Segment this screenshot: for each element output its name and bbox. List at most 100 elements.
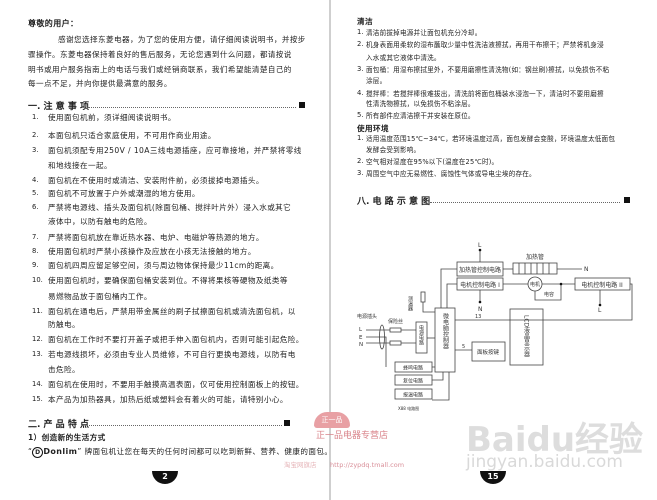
list-item-number: 9. xyxy=(32,261,39,269)
circuit-section-title: 八. 电 路 示 意 图 xyxy=(357,197,431,207)
cleaning-item-text: 入水或其它液体中清洗。 xyxy=(366,54,441,62)
label-motor-control-1: 电机控制电路 I xyxy=(460,281,500,289)
list-item-text: 液体中，以防有触电的危险。 xyxy=(48,217,152,226)
section1-title: 一. 注 意 事 项 xyxy=(28,102,89,112)
env-item-number: 2. xyxy=(357,157,364,165)
env-item-text: 周围空气中应无易燃性、腐蚀性气体或导电尘埃的存在。 xyxy=(366,170,536,178)
list-item-text: 防触电。 xyxy=(48,320,80,329)
label-N: N xyxy=(478,306,483,313)
store-sub-watermark: 淘宝网旗店 xyxy=(284,461,317,469)
label-power: 电源电路 xyxy=(418,324,424,346)
label-13: 13 xyxy=(475,314,481,320)
list-item-text: 使用面包机时，要确保面包桶安装到位。不得将果核等硬物及纸类等 xyxy=(48,276,288,285)
label-keypad: 面板按键 xyxy=(477,348,500,356)
label-N: N xyxy=(359,342,363,348)
intro-line: 每一点不足，并向你提供最满意的服务。 xyxy=(28,79,172,88)
list-item-number: 3. xyxy=(32,146,39,154)
intro-line: 明书或用户服务指南上的电话与我们或经销商联系，我们希望能清楚自己的 xyxy=(28,65,292,74)
cleaning-item-number: 4. xyxy=(357,89,364,97)
list-item-text: 严禁将电源线、插头及面包机(除面包桶、搅拌叶片外）浸入水或其它 xyxy=(48,203,292,212)
env-title: 使用环境 xyxy=(357,124,389,133)
heater-element xyxy=(512,262,558,275)
greeting: 尊敬的用户： xyxy=(28,19,79,28)
intro-line: 骤操作。东菱电器保持着良好的售后服务，无论您遇到什么问题，都请按说 xyxy=(28,50,292,59)
divider-dots xyxy=(430,202,620,203)
label-plug: 电源插头 xyxy=(357,313,377,320)
mcu-box xyxy=(434,307,456,373)
list-item-text: 面包机在通电后，严禁用带金属丝的刷子拭擦面包机或清洗面包机，以 xyxy=(48,307,296,316)
label-E: E xyxy=(359,335,363,341)
store-url-watermark: http://zypdq.tmall.com xyxy=(330,461,405,469)
list-item-number: 8. xyxy=(32,247,39,255)
cleaning-item-text: 涂层。 xyxy=(366,77,387,85)
label-buzzer: 蜂鸣电路 xyxy=(403,365,423,372)
list-item-number: 7. xyxy=(32,233,39,241)
donlim-logo-icon: D xyxy=(32,447,44,458)
env-item-number: 1. xyxy=(357,134,364,142)
label-5: 5 xyxy=(462,344,465,350)
cleaning-item-number: 2. xyxy=(357,40,364,48)
cleaning-item-text: 搅拌棒：若搅拌棒很难拔出，清洗前将面包桶装水浸泡一下，清洁时不要用磨擦 xyxy=(366,90,604,98)
list-item-number: 1. xyxy=(32,113,39,121)
list-item-text: 本产品为加热器具，加热后纸或塑料会有着火的可能，请特别小心。 xyxy=(48,395,288,404)
label-heater: 加热管 xyxy=(526,253,544,261)
env-item-text: 适用温度范围15℃~34℃，若环境温度过高，面包发酵会变酸，环境温度太低面包 xyxy=(366,135,616,143)
list-item-text: 面包机在不使用时或清洁、安装附件前，必须拔掉电源插头。 xyxy=(48,176,264,185)
list-item-number: 6. xyxy=(32,203,39,211)
left-page xyxy=(0,0,329,500)
power-circuit-box xyxy=(415,321,428,354)
list-item-text: 若电源线损坏，必须由专业人员维修，不可自行更换电源线，以防有电 xyxy=(48,350,296,359)
page-number: 15 xyxy=(480,471,506,484)
list-item-text: 本面包机只适合家庭使用，不可用作商业用途。 xyxy=(48,131,216,140)
baidu-url-watermark: jingyan.baidu.com xyxy=(466,452,623,472)
label-N: N xyxy=(584,266,589,273)
list-item-text: 面包机在工作时不要打开盖子或把手伸入面包机内，否则可能引起危险。 xyxy=(48,335,304,344)
label-L: L xyxy=(359,327,363,333)
list-item-text: 击危险。 xyxy=(48,365,80,374)
feature1-title: 1）创造新的生活方式 xyxy=(28,433,106,442)
cleaning-item-text: 机身表面用柔软的湿布蘸取少量中性洗洁液擦拭，再用干布擦干；严禁将机身浸 xyxy=(366,41,604,49)
feature1-text: 牌面包机让您在每天的任何时间都可以吃到新鲜、营养、健康的面包。 xyxy=(84,447,333,456)
label-motor: 电机 xyxy=(530,281,540,288)
label-mcu: 微电脑控制器 xyxy=(442,312,449,350)
section-marker xyxy=(624,197,630,203)
page-spine xyxy=(329,0,331,500)
list-item-number: 15. xyxy=(32,395,43,403)
list-item-text: 使用面包机前，须详细阅读说明书。 xyxy=(48,113,176,122)
cleaning-item-text: 所有部件应清洁擦干并安装在原位。 xyxy=(366,112,475,120)
divider-dots xyxy=(82,425,282,426)
intro-line: 感谢您选择东菱电器，为了您的使用方便，请仔细阅读说明书，并按步 xyxy=(58,35,306,44)
list-item-number: 14. xyxy=(32,380,43,388)
brand-name: Donlim xyxy=(43,447,78,456)
list-item-text: 严禁将面包机放在靠近热水器、电炉、电磁炉等热源的地方。 xyxy=(48,233,264,242)
store-logo: 正一品 xyxy=(314,412,350,428)
label-L: L xyxy=(478,242,482,249)
label-motor-control-2: 电机控制电路 II xyxy=(581,281,623,289)
env-item-text: 空气相对湿度在95%以下(温度在25℃时)。 xyxy=(366,158,499,166)
section2-title: 二. 产 品 特 点 xyxy=(28,420,89,430)
list-item-number: 12. xyxy=(32,335,43,343)
temp-sensor xyxy=(420,291,426,303)
label-L: L xyxy=(598,307,602,314)
baidu-watermark: Baidu经验 xyxy=(466,420,644,460)
store-name-watermark: 正一品电器专营店 xyxy=(316,431,389,441)
keypad-box xyxy=(471,341,506,362)
lcd-box xyxy=(509,308,544,366)
list-item-text: 面包机四周应留足够空间，须与周边物体保持最少11cm的距离。 xyxy=(48,261,279,270)
list-item-text: 使用面包机时严禁小孩操作及应放在小孩无法接触的地方。 xyxy=(48,247,256,256)
cleaning-item-text: 性清洗物擦拭，以免损伤不粘涂层。 xyxy=(366,100,475,108)
label-temp-alarm: 报温电路 xyxy=(403,392,423,399)
list-item-number: 13. xyxy=(32,350,43,358)
label-lcd: LCD液晶显示器 xyxy=(523,315,530,358)
label-sensor: 测温器 xyxy=(407,295,413,312)
temp-alarm-box xyxy=(394,388,433,400)
cleaning-item-number: 5. xyxy=(357,111,364,119)
label-heater-control: 加热管控制电路 xyxy=(459,266,501,274)
right-page xyxy=(331,0,657,500)
list-item-text: 易燃物品放于面包桶内工作。 xyxy=(48,292,152,301)
cleaning-item-text: 面包桶：用湿布擦拭里外，不要用磨擦性清洗物(如：钢丝刷)擦拭，以免损伤不粘 xyxy=(366,66,610,74)
label-capacitor: 电容 xyxy=(544,291,554,298)
